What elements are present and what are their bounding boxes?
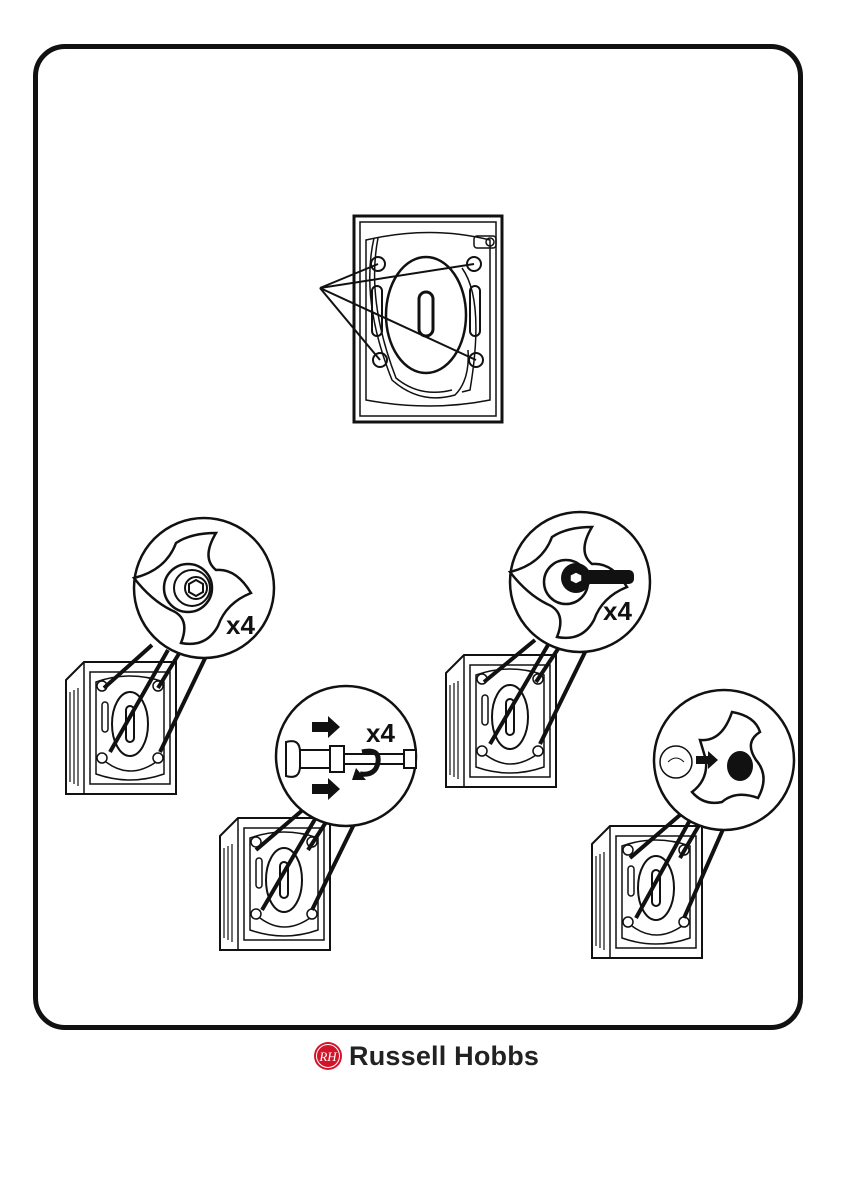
svg-text:RH: RH (318, 1049, 337, 1064)
step-wrench-bolts: x4 (446, 512, 650, 787)
count-label: x4 (226, 610, 255, 640)
brand-name: Russell Hobbs (349, 1041, 539, 1072)
rh-monogram-icon: RH (313, 1041, 343, 1071)
step-insert-caps (592, 690, 794, 958)
brand-logo: RH Russell Hobbs (313, 1039, 539, 1073)
machine-rear-view (320, 216, 502, 422)
transit-bolt-icon (189, 580, 203, 596)
step-remove-bolts: x4 (66, 518, 274, 794)
count-label: x4 (603, 596, 632, 626)
count-label: x4 (366, 718, 395, 748)
step-pull-out-bolts: x4 (220, 686, 416, 950)
cap-icon (660, 746, 692, 778)
